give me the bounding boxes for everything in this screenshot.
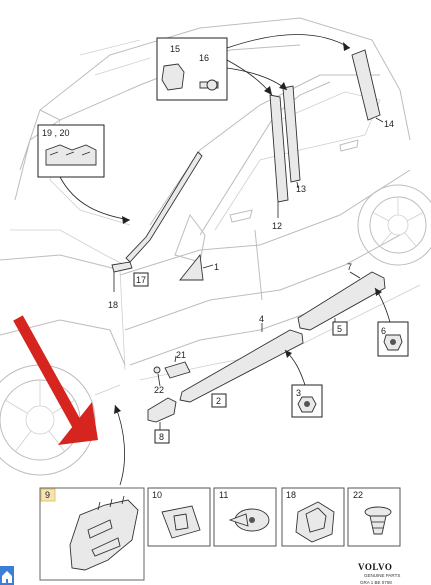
label-13: 13 [296, 184, 306, 194]
label-box-8 [154, 429, 170, 444]
label-7: 7 [347, 262, 352, 272]
leader-arrows [59, 34, 391, 486]
label-1: 1 [214, 262, 219, 272]
label-box-17 [133, 272, 149, 287]
label-14: 14 [384, 119, 394, 129]
label-16: 16 [199, 53, 209, 63]
red-arrow-icon [13, 315, 98, 445]
car-outline [0, 17, 431, 476]
highlight-box [40, 488, 56, 502]
part-labels: 15 16 19 , 20 14 13 12 1 17 18 7 5 6 4 2… [42, 44, 394, 444]
label-3: 3 [296, 388, 301, 398]
thumbnail-9-label: 9 [45, 490, 50, 500]
pillar-trim-14 [351, 49, 384, 123]
clip-21-22 [153, 355, 191, 387]
label-19-20: 19 , 20 [42, 128, 70, 138]
pillar-trims-12-13 [269, 85, 301, 218]
bracket-8 [147, 397, 177, 430]
thumbnail-9[interactable]: 9 [39, 487, 145, 581]
home-icon[interactable] [0, 566, 14, 585]
label-21: 21 [176, 350, 186, 360]
thumbnail-18[interactable]: 18 [281, 487, 345, 547]
clip-15-16-box [156, 37, 228, 101]
label-15: 15 [170, 44, 180, 54]
sill-molding-5-7 [297, 271, 386, 331]
clip-3-part [291, 384, 323, 418]
label-2: 2 [216, 396, 221, 406]
sill-molding-2-4 [179, 323, 304, 405]
thumbnail-10-label: 10 [152, 490, 162, 500]
volvo-logo: VOLVO GENUINE PARTS GRA 1 BE 0708 [358, 562, 400, 585]
thumbnail-row: 9 10 11 18 [39, 487, 401, 581]
thumbnail-10[interactable]: 10 [147, 487, 211, 547]
label-22: 22 [154, 385, 164, 395]
mirror-triangle-1 [179, 253, 214, 281]
brand-code: GRA 1 BE 0708 [360, 580, 392, 585]
label-12: 12 [272, 221, 282, 231]
label-18: 18 [108, 300, 118, 310]
front-wheel [357, 184, 431, 266]
brand-name: VOLVO [358, 562, 392, 572]
label-4: 4 [259, 314, 264, 324]
thumbnail-22-label: 22 [353, 490, 363, 500]
a-pillar-molding [111, 151, 203, 292]
label-8: 8 [159, 432, 164, 442]
thumbnail-11[interactable]: 11 [213, 487, 277, 547]
label-box-2 [211, 393, 227, 408]
thumbnail-11-label: 11 [219, 490, 228, 500]
label-17: 17 [136, 275, 146, 285]
clip-19-20-box [37, 124, 105, 178]
label-5: 5 [337, 324, 342, 334]
thumbnail-22[interactable]: 22 [347, 487, 401, 547]
brand-subtitle: GENUINE PARTS [364, 573, 400, 578]
thumbnail-18-label: 18 [286, 490, 296, 500]
label-6: 6 [381, 326, 386, 336]
clip-6-part [377, 321, 409, 357]
label-box-5 [332, 321, 348, 336]
